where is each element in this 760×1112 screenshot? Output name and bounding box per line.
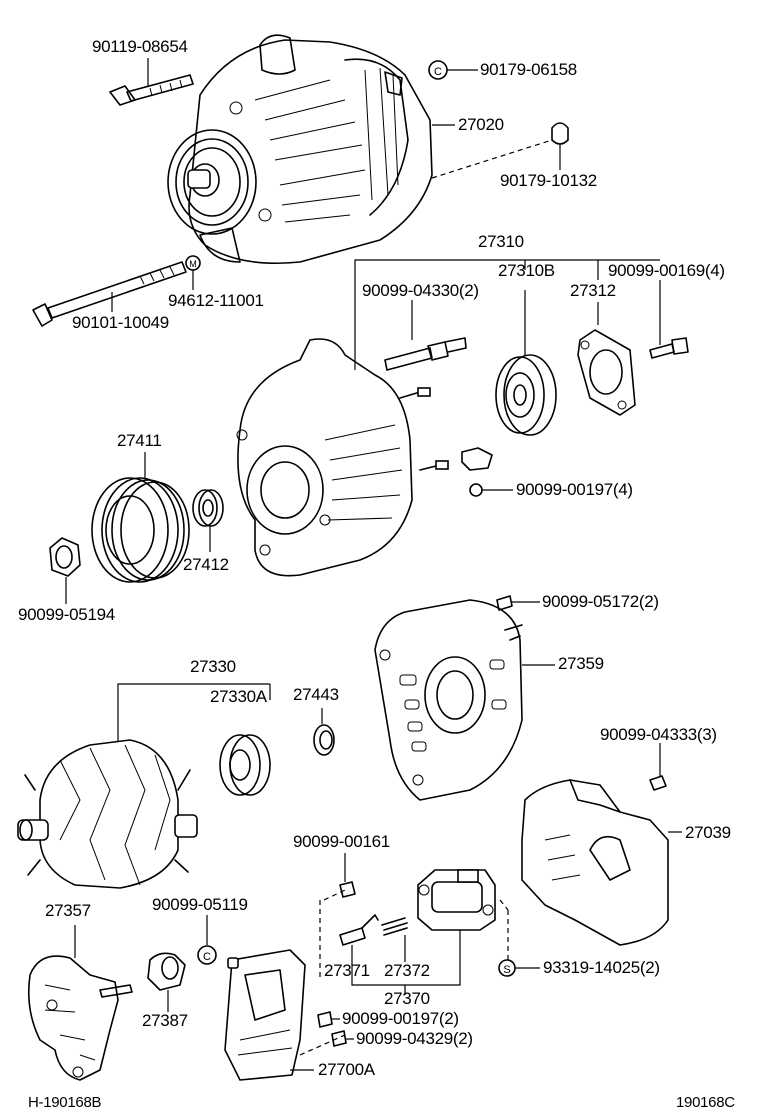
stud-90099-04330: [384, 337, 467, 371]
retainer-plate-27312: [577, 329, 636, 416]
screw-90099-04333: [649, 743, 667, 791]
label-27372: 27372: [384, 961, 430, 980]
label-94612-11001: 94612-11001: [168, 291, 264, 310]
label-27330: 27330: [190, 657, 236, 676]
screw-93319-14025: [498, 959, 540, 977]
bolt-90099-05172: [496, 595, 540, 611]
label-90099-05194: 90099-05194: [18, 605, 115, 624]
marker-c-2: C: [203, 951, 211, 963]
label-90099-05119: 90099-05119: [152, 895, 248, 914]
screw-90099-00161: [339, 853, 356, 898]
label-27312: 27312: [570, 281, 616, 300]
rear-cover-27039: [521, 779, 682, 946]
marker-m: M: [189, 259, 197, 269]
label-27412: 27412: [183, 555, 229, 574]
screw-90099-04329: [331, 1030, 354, 1047]
label-90179-06158: 90179-06158: [480, 60, 577, 79]
reference-code-right: 190168C: [676, 1094, 735, 1111]
label-90099-04330: 90099-04330(2): [362, 281, 479, 300]
label-27357: 27357: [45, 901, 91, 920]
brush-27371: [339, 914, 379, 962]
screw-90099-00197-2: [317, 1011, 340, 1028]
spacer-27412: [192, 489, 224, 552]
label-27370: 27370: [384, 989, 430, 1008]
label-27330A: 27330A: [210, 687, 267, 706]
pulley-27411: [91, 452, 190, 583]
bearing-27330A: [219, 734, 271, 796]
bolt-90119-08654: [109, 74, 194, 106]
label-27310: 27310: [478, 232, 524, 251]
marker-s: S: [503, 964, 510, 976]
label-90099-04329: 90099-04329(2): [356, 1029, 473, 1048]
nut-90179-10132: [431, 122, 569, 179]
label-27020: 27020: [458, 115, 504, 134]
alternator-assembly: [167, 34, 433, 265]
marker-c-1: C: [434, 66, 442, 78]
label-27359: 27359: [558, 654, 604, 673]
label-90099-00169: 90099-00169(4): [608, 261, 725, 280]
label-90119-08654: 90119-08654: [92, 37, 188, 56]
label-90099-04333: 90099-04333(3): [600, 725, 717, 744]
spring-27372: [381, 917, 408, 962]
nut-90099-05194: [49, 537, 81, 604]
label-93319-14025: 93319-14025(2): [543, 958, 660, 977]
label-27310B: 27310B: [498, 261, 555, 280]
label-90179-10132: 90179-10132: [500, 171, 597, 190]
rotor-27330: [17, 739, 198, 889]
label-27371: 27371: [324, 961, 370, 980]
label-27700A: 27700A: [318, 1060, 375, 1079]
brush-holder-27370: [417, 869, 496, 931]
label-27387: 27387: [142, 1011, 188, 1030]
rear-end-frame-27359: [374, 599, 555, 801]
nut-90179-06158: [428, 60, 478, 80]
label-90099-00197-2: 90099-00197(2): [342, 1009, 459, 1028]
rectifier-27357: [27, 925, 133, 1081]
reference-code-left: H-190168B: [28, 1094, 102, 1111]
insulator-27387: [147, 952, 186, 1012]
bearing-cover-27443: [313, 708, 335, 756]
label-90099-05172: 90099-05172(2): [542, 592, 659, 611]
regulator-27700A: [224, 949, 314, 1081]
label-27411: 27411: [117, 431, 162, 450]
bolt-90101-10049: [32, 255, 201, 327]
nut-90099-05119: [197, 915, 217, 965]
terminal-90099-00197: [461, 447, 513, 497]
screw-90099-00169: [649, 337, 689, 359]
label-90101-10049: 90101-10049: [72, 313, 169, 332]
label-90099-00197-4: 90099-00197(4): [516, 480, 633, 499]
drive-end-frame: [236, 338, 449, 577]
label-27039: 27039: [685, 823, 731, 842]
label-27443: 27443: [293, 685, 339, 704]
bearing-27310B: [495, 354, 557, 436]
label-90099-00161: 90099-00161: [293, 832, 390, 851]
